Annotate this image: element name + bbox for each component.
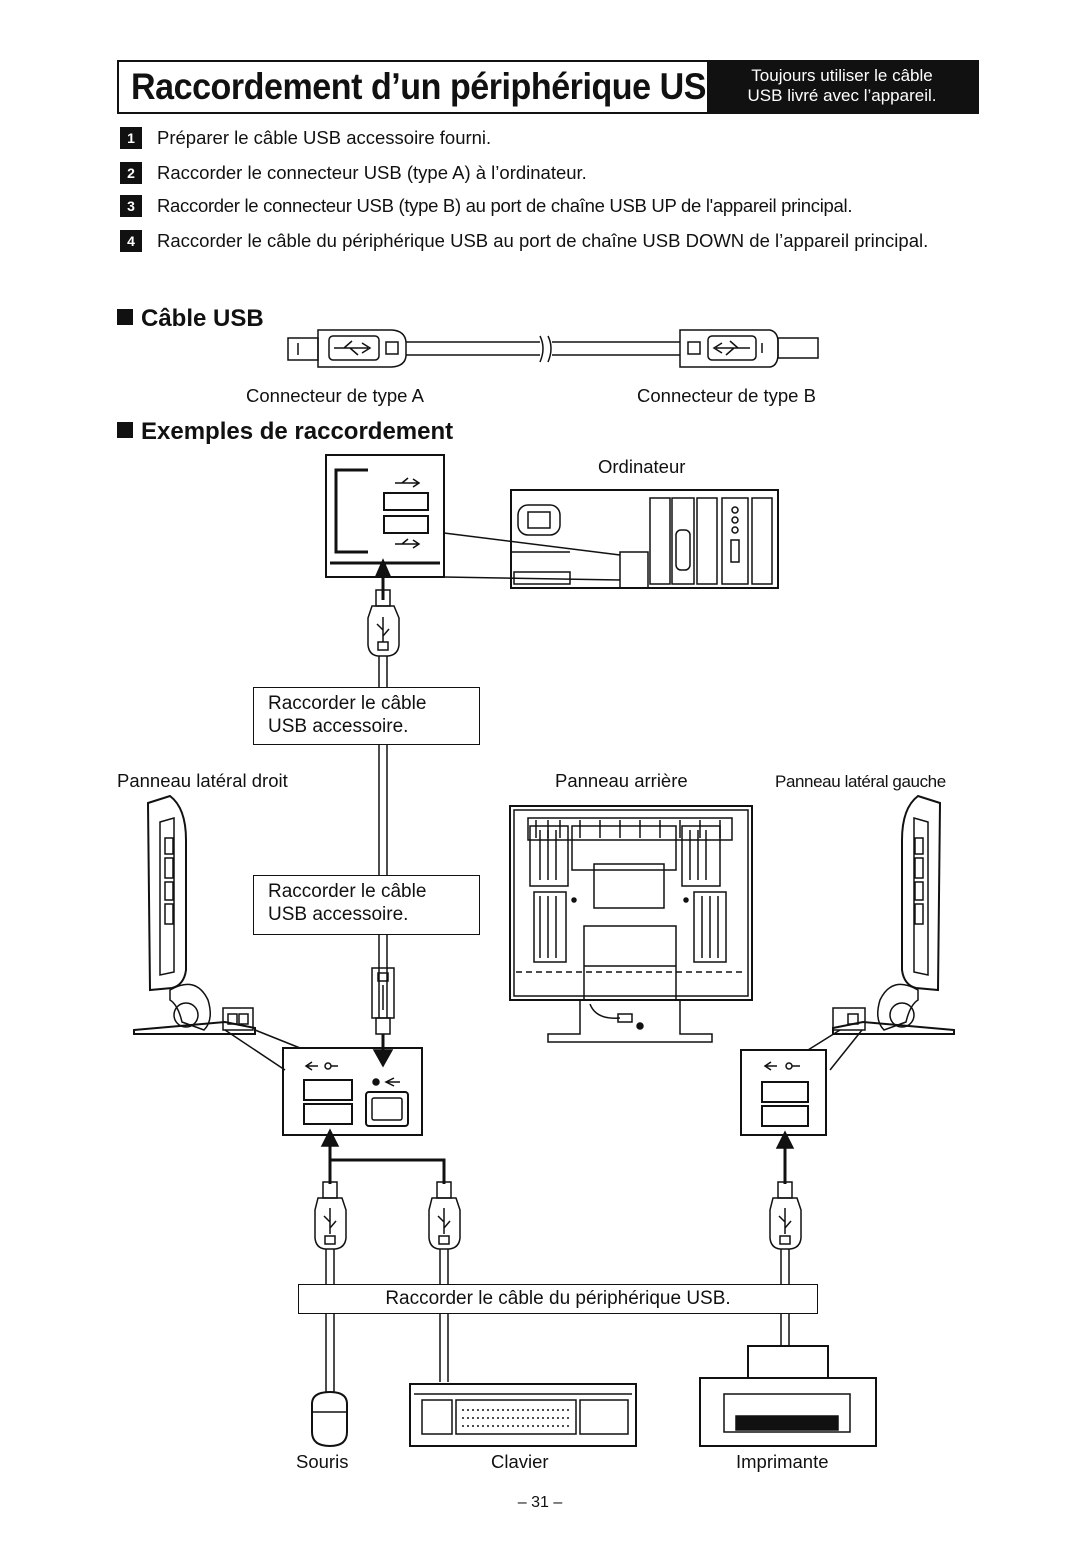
title-badge: Toujours utiliser le câble USB livré ave… (707, 62, 977, 112)
step-number-2: 2 (120, 162, 142, 184)
usb-plug-icon (769, 1181, 802, 1286)
monitor-icon (509, 805, 753, 1043)
mouse-label: Souris (296, 1451, 349, 1472)
printer-icon (699, 1345, 877, 1447)
usb-trident-icon (712, 340, 750, 356)
step-3: 3 Raccorder le connecteur USB (type B) a… (120, 193, 980, 219)
connect-cable-box-1: Raccorder le câble USB accessoire. (253, 687, 480, 745)
keyboard-icon (409, 1383, 637, 1447)
title-box: Raccordement d’un périphérique USB Toujo… (117, 60, 979, 114)
step-1: 1 Préparer le câble USB accessoire fourn… (120, 125, 980, 151)
bullet-square (117, 309, 133, 325)
left-panel-port-detail (740, 1049, 827, 1136)
computer-label: Ordinateur (598, 456, 686, 477)
step-text-1: Préparer le câble USB accessoire fourni. (157, 127, 492, 148)
monitor-icon (133, 794, 256, 1035)
connector-a-label: Connecteur de type A (246, 385, 424, 406)
usb-trident-icon (334, 340, 372, 356)
computer-icon (510, 489, 779, 589)
step-text-4: Raccorder le câble du périphérique USB a… (157, 230, 929, 251)
bullet-square (117, 422, 133, 438)
usb-plug-icon (367, 558, 400, 1018)
keyboard-label: Clavier (491, 1451, 549, 1472)
badge-line-1: Toujours utiliser le câble (751, 66, 933, 85)
step-text-2: Raccorder le connecteur USB (type A) à l… (157, 162, 587, 183)
cable-section-heading: Câble USB (117, 305, 264, 333)
step-text-3: Raccorder le connecteur USB (type B) au … (157, 195, 853, 216)
rear-panel-label: Panneau arrière (555, 770, 688, 791)
right-panel-label: Panneau latéral droit (117, 770, 288, 791)
downstream-cables (320, 1128, 795, 1184)
usb-cable-illustration (287, 329, 819, 368)
step-number-1: 1 (120, 127, 142, 149)
usb-plug-icon (428, 1181, 461, 1286)
step-4: 4 Raccorder le câble du périphérique USB… (120, 228, 980, 280)
step-2: 2 Raccorder le connecteur USB (type A) à… (120, 160, 980, 186)
connect-cable-box-2-text: Raccorder le câble USB accessoire. (268, 881, 427, 925)
usb-plug-icon (371, 967, 395, 1068)
computer-port-detail (325, 454, 621, 581)
page-number: – 31 – (517, 1494, 563, 1511)
left-panel-label: Panneau latéral gauche (775, 772, 946, 791)
connect-cable-box-1-text: Raccorder le câble USB accessoire. (268, 693, 427, 737)
step-number-4: 4 (120, 230, 142, 252)
badge-line-2: USB livré avec l’appareil. (747, 86, 937, 105)
examples-section-heading: Exemples de raccordement (117, 418, 453, 446)
monitor-icon (832, 794, 955, 1035)
page-title: Raccordement d’un périphérique USB (131, 66, 731, 107)
connect-cable-box-2: Raccorder le câble USB accessoire. (253, 875, 480, 935)
step-number-3: 3 (120, 195, 142, 217)
printer-label: Imprimante (736, 1451, 829, 1472)
right-panel-port-detail (282, 1047, 423, 1136)
cable-heading-text: Câble USB (141, 305, 264, 332)
usb-plug-icon (314, 1181, 347, 1286)
device-cable-box: Raccorder le câble du périphérique USB. (298, 1284, 818, 1314)
connector-b-label: Connecteur de type B (637, 385, 816, 406)
examples-heading-text: Exemples de raccordement (141, 418, 454, 445)
mouse-icon (311, 1390, 348, 1448)
